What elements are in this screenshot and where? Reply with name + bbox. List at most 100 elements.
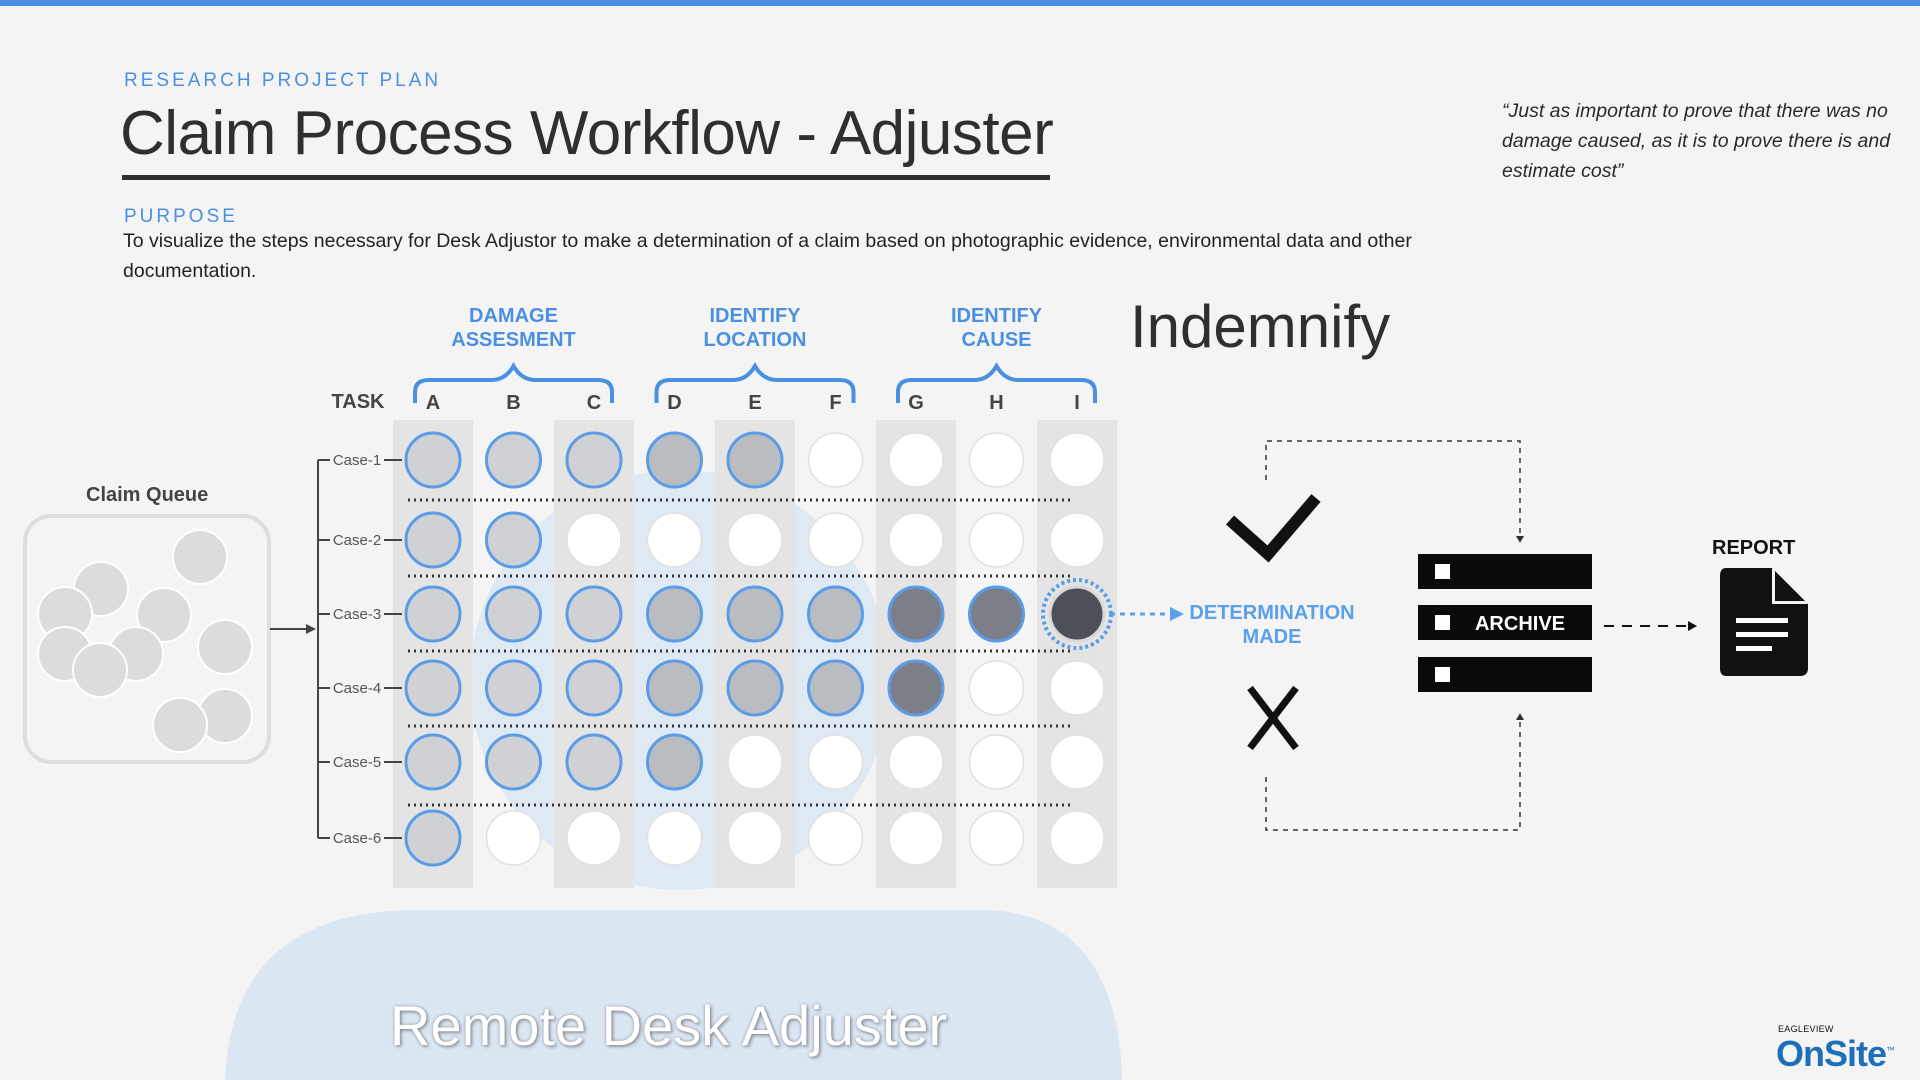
task-step-pending[interactable] <box>1049 734 1105 790</box>
archive-checkbox-middle <box>1435 615 1450 630</box>
task-step-pending[interactable] <box>807 432 864 488</box>
logo-tm: ™ <box>1886 1045 1895 1055</box>
task-step-light[interactable] <box>565 659 623 717</box>
task-step-pending[interactable] <box>888 512 944 568</box>
loop-connectors <box>1265 440 1521 831</box>
task-step-mid[interactable] <box>726 659 784 717</box>
x-icon <box>1247 685 1299 751</box>
task-label: TASK <box>332 391 386 413</box>
indemnify-heading: Indemnify <box>1130 293 1391 360</box>
task-step-pending[interactable] <box>1049 432 1105 488</box>
task-step-pending[interactable] <box>807 810 864 866</box>
task-header: I <box>1074 392 1080 414</box>
task-step-mid[interactable] <box>726 431 784 489</box>
task-step-mid[interactable] <box>807 585 864 643</box>
task-step-pending[interactable] <box>968 432 1025 488</box>
task-step-light[interactable] <box>485 431 542 489</box>
task-step-light[interactable] <box>485 659 542 717</box>
determination-label: DETERMINATION MADE <box>1189 602 1355 648</box>
task-header: G <box>908 392 924 414</box>
task-step-light[interactable] <box>404 431 462 489</box>
task-step-pending[interactable] <box>566 810 622 866</box>
task-header: H <box>989 392 1003 414</box>
task-step-light[interactable] <box>485 511 542 569</box>
task-step-mid[interactable] <box>807 659 864 717</box>
group-label-line1: IDENTIFY <box>951 305 1043 327</box>
group-label-line2: ASSESMENT <box>451 329 575 351</box>
task-step-mid[interactable] <box>646 659 703 717</box>
queue-item <box>72 642 128 698</box>
logo-wordmark: OnSite™ <box>1776 1034 1895 1072</box>
task-step-pending[interactable] <box>1049 810 1105 866</box>
task-step-pending[interactable] <box>888 734 944 790</box>
task-grid <box>404 431 1113 867</box>
logo-name: OnSite <box>1776 1033 1887 1074</box>
group-label-line1: IDENTIFY <box>709 305 801 327</box>
task-step-pending[interactable] <box>485 810 542 866</box>
task-step-pending[interactable] <box>1049 512 1105 568</box>
task-step-pending[interactable] <box>727 734 783 790</box>
task-step-pending[interactable] <box>727 810 783 866</box>
archive-checkbox-bottom <box>1435 667 1450 682</box>
archive-label: ARCHIVE <box>1475 613 1565 635</box>
determination-arrow-head <box>1170 607 1184 621</box>
group-label-line2: CAUSE <box>961 329 1031 351</box>
claim-queue-label: Claim Queue <box>86 484 209 506</box>
page-title: Claim Process Workflow - Adjuster <box>120 99 1054 168</box>
task-step-dark[interactable] <box>887 585 945 643</box>
row-separators <box>408 498 1072 807</box>
task-step-light[interactable] <box>485 733 542 791</box>
task-header: B <box>506 392 520 414</box>
purpose-label: PURPOSE <box>124 206 238 227</box>
task-step-light[interactable] <box>404 733 462 791</box>
queue-arrow-head <box>306 624 316 634</box>
task-step-pending[interactable] <box>1049 660 1105 716</box>
group-label-line1: DAMAGE <box>469 305 558 327</box>
case-label: Case-5 <box>333 754 381 771</box>
task-step-light[interactable] <box>404 659 462 717</box>
task-step-mid[interactable] <box>726 585 784 643</box>
task-step-light[interactable] <box>404 809 462 867</box>
task-step-mid[interactable] <box>646 431 703 489</box>
task-step-mid[interactable] <box>646 733 703 791</box>
task-step-light[interactable] <box>565 733 623 791</box>
task-header: C <box>587 392 601 414</box>
task-step-light[interactable] <box>565 585 623 643</box>
task-step-dark[interactable] <box>887 659 945 717</box>
role-panel <box>225 910 1122 1080</box>
task-step-pending[interactable] <box>888 432 944 488</box>
task-step-light[interactable] <box>404 585 462 643</box>
task-step-pending[interactable] <box>968 734 1025 790</box>
role-label: Remote Desk Adjuster <box>390 994 948 1057</box>
group-brace <box>413 361 614 403</box>
task-step-light[interactable] <box>485 585 542 643</box>
task-step-mid[interactable] <box>646 585 703 643</box>
queue-items <box>37 529 253 753</box>
top-accent-bar <box>0 0 1920 6</box>
task-step-pending[interactable] <box>646 512 703 568</box>
logo-eyebrow: EAGLEVIEW <box>1778 1024 1834 1034</box>
column-band <box>715 420 795 888</box>
task-step-pending[interactable] <box>727 512 783 568</box>
task-header: F <box>829 392 841 414</box>
report-label: REPORT <box>1712 537 1796 559</box>
task-step-pending[interactable] <box>646 810 703 866</box>
task-step-pending[interactable] <box>807 734 864 790</box>
task-step-light[interactable] <box>565 431 623 489</box>
task-step-light[interactable] <box>404 511 462 569</box>
task-step-pending[interactable] <box>968 810 1025 866</box>
group-label-line2: LOCATION <box>704 329 807 351</box>
document-icon <box>1720 568 1808 676</box>
task-step-pending[interactable] <box>888 810 944 866</box>
task-step-pending[interactable] <box>968 512 1025 568</box>
task-step-pending[interactable] <box>807 512 864 568</box>
case-label: Case-2 <box>333 532 381 549</box>
task-step-dark[interactable] <box>968 585 1025 643</box>
section-eyebrow: RESEARCH PROJECT PLAN <box>124 70 442 91</box>
report-arrow-head <box>1688 621 1697 631</box>
task-step-current[interactable] <box>1048 585 1106 643</box>
task-step-pending[interactable] <box>968 660 1025 716</box>
task-step-pending[interactable] <box>566 512 622 568</box>
group-brace <box>896 361 1097 403</box>
